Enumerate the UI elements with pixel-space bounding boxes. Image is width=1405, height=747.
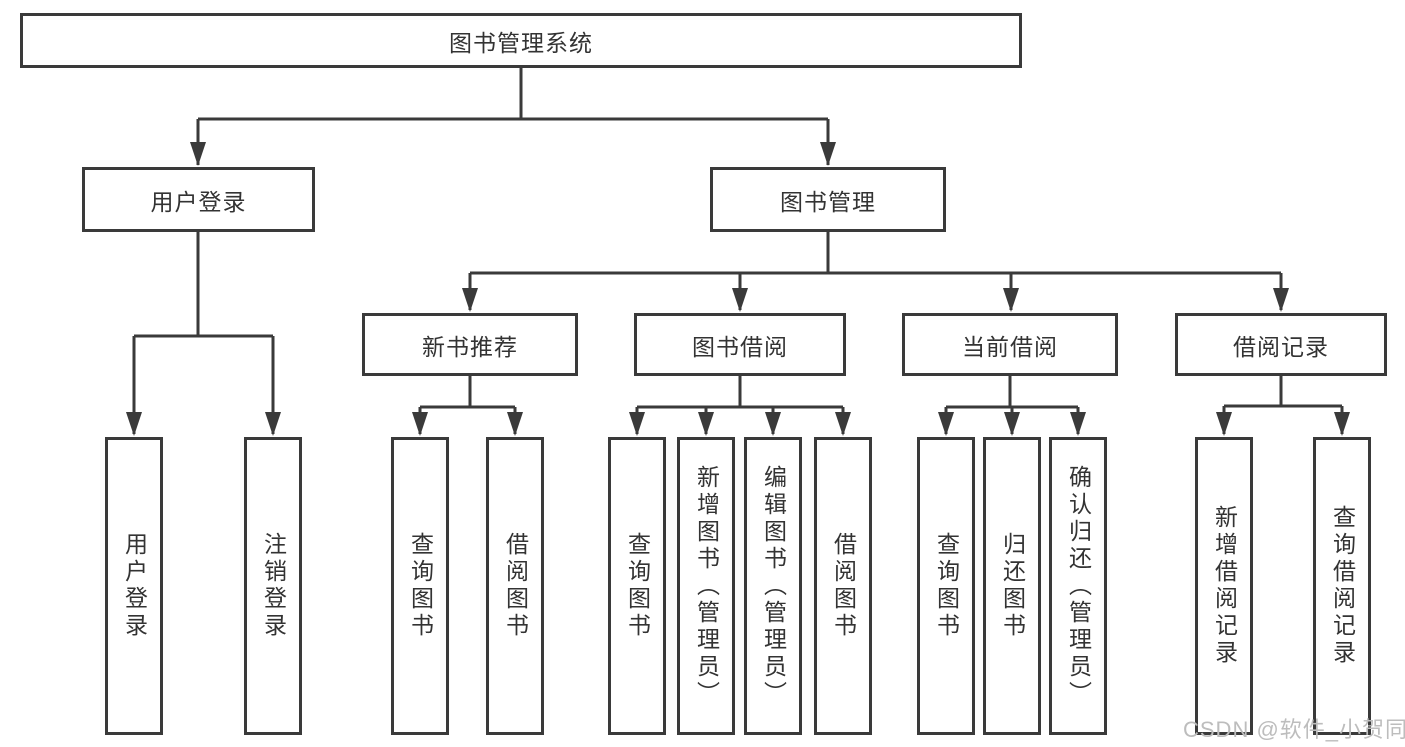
- node-book-borrow: 图书借阅: [634, 313, 846, 376]
- watermark: CSDN @软件_小贺同学: [1183, 717, 1405, 742]
- node-leaf-query-borrow-record: 查询借阅记录: [1313, 437, 1371, 735]
- arrowhead-icon: [1334, 412, 1350, 436]
- arrowhead-icon: [412, 412, 428, 436]
- node-leaf-confirm-return-admin: 确认归还（管理员）: [1049, 437, 1107, 735]
- node-new-books: 新书推荐: [362, 313, 578, 376]
- arrowhead-icon: [1273, 288, 1289, 312]
- node-leaf-borrow-books-newbooks: 借阅图书: [486, 437, 544, 735]
- node-leaf-query-books-current: 查询图书: [917, 437, 975, 735]
- node-leaf-query-books-newbooks: 查询图书: [391, 437, 449, 735]
- arrowhead-icon: [835, 412, 851, 436]
- node-book-mgmt: 图书管理: [710, 167, 946, 232]
- arrowhead-icon: [698, 412, 714, 436]
- connector-borrow-records-children: [1222, 374, 1344, 434]
- arrowhead-icon: [190, 142, 206, 166]
- arrowhead-icon: [462, 288, 478, 312]
- node-leaf-borrow-books-borrow: 借阅图书: [814, 437, 872, 735]
- node-leaf-user-login: 用户登录: [105, 437, 163, 735]
- arrowhead-icon: [938, 412, 954, 436]
- node-current-borrow: 当前借阅: [902, 313, 1118, 376]
- node-leaf-add-borrow-record: 新增借阅记录: [1195, 437, 1253, 735]
- arrowhead-icon: [820, 142, 836, 166]
- node-leaf-add-books-admin: 新增图书（管理员）: [677, 437, 735, 735]
- arrowhead-icon: [765, 412, 781, 436]
- connector-root-to-level2: [196, 65, 830, 165]
- node-leaf-edit-books-admin: 编辑图书（管理员）: [744, 437, 802, 735]
- node-leaf-query-books-borrow: 查询图书: [608, 437, 666, 735]
- connector-user-login-children: [132, 230, 275, 434]
- arrowhead-icon: [1003, 288, 1019, 312]
- arrowheads: [126, 142, 1350, 436]
- arrowhead-icon: [1004, 412, 1020, 436]
- arrowhead-icon: [732, 288, 748, 312]
- node-root: 图书管理系统: [20, 13, 1022, 68]
- connector-new-books-children: [418, 374, 517, 434]
- arrowhead-icon: [1216, 412, 1232, 436]
- node-user-login: 用户登录: [82, 167, 315, 232]
- connector-book-mgmt-children: [468, 230, 1283, 310]
- arrowhead-icon: [629, 412, 645, 436]
- arrowhead-icon: [1070, 412, 1086, 436]
- arrowhead-icon: [126, 412, 142, 436]
- arrowhead-icon: [507, 412, 523, 436]
- node-leaf-logout: 注销登录: [244, 437, 302, 735]
- connector-book-borrow-children: [635, 374, 845, 434]
- arrowhead-icon: [265, 412, 281, 436]
- node-leaf-return-books: 归还图书: [983, 437, 1041, 735]
- node-borrow-records: 借阅记录: [1175, 313, 1387, 376]
